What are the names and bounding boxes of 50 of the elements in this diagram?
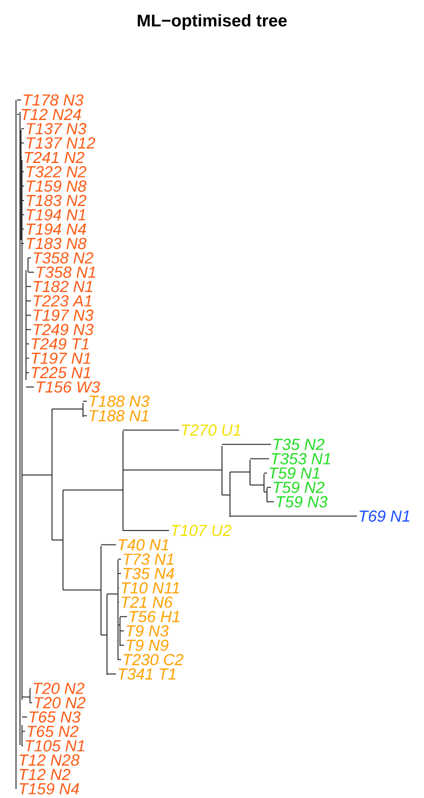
tip-label: T56 H1 [130,610,180,622]
title: ML−optimised tree [138,14,287,30]
tip-label: T59 N3 [276,496,328,508]
tip-label: T20 N2 [34,697,86,708]
tip-label: T65 N2 [28,726,78,738]
tip-label: T69 N1 [360,510,410,522]
tip-label: T105 N1 [26,740,84,752]
tip-label: T35 N2 [274,438,324,450]
tip-label: T197 N3 [34,310,94,321]
tip-label: T178 N3 [24,94,84,106]
tip-label: T10 N11 [122,582,180,594]
tip-label: T183 N2 [26,194,86,206]
tip-label: T159 N4 [20,783,79,794]
tip-label: T188 N1 [90,410,148,422]
tip-label: T353 N1 [272,453,330,464]
tip-label: T137 N12 [26,137,96,149]
tip-label: T59 N1 [270,467,320,479]
tip-label: T159 N8 [26,180,86,192]
tip-label: T249 N3 [34,324,94,336]
tip-label: T225 N1 [32,366,90,378]
tip-label: T341 T1 [118,668,176,680]
tip-label: T137 N3 [26,123,86,134]
tip-label: T9 N9 [126,640,168,651]
tip-label: T12 N28 [20,754,80,766]
tip-label: T249 T1 [32,338,88,350]
tip-label: T194 N4 [26,223,86,235]
tip-label: T73 N1 [124,554,174,565]
tip-label: T156 W3 [36,381,100,393]
tip-label: T188 N3 [90,396,150,407]
tip-label: T183 N8 [26,238,86,250]
tip-label: T241 N2 [24,152,84,163]
tip-label: T107 U2 [172,524,232,536]
tip-label: T12 N2 [20,768,70,780]
tip-label: T59 N2 [274,482,324,494]
tip-label: T194 N1 [26,209,86,220]
tip-label: T230 C2 [124,654,184,666]
tip-label: T182 N1 [34,280,92,292]
tip-label: T358 N1 [36,266,96,278]
tip-label: T40 N1 [118,539,168,550]
tip-label: T12 N24 [22,108,81,120]
tip-label: T20 N2 [34,682,84,694]
tip-label: T35 N4 [124,568,174,580]
tip-label: T197 N1 [32,352,90,364]
tip-label: T21 N6 [122,596,173,608]
tip-label: T358 N2 [34,252,94,264]
tip-label: T322 N2 [26,166,86,178]
tip-label: T270 U1 [182,424,240,436]
tip-label: T65 N3 [30,711,80,723]
tip-label: T223 A1 [34,295,92,307]
tip-label: T9 N3 [126,625,169,637]
